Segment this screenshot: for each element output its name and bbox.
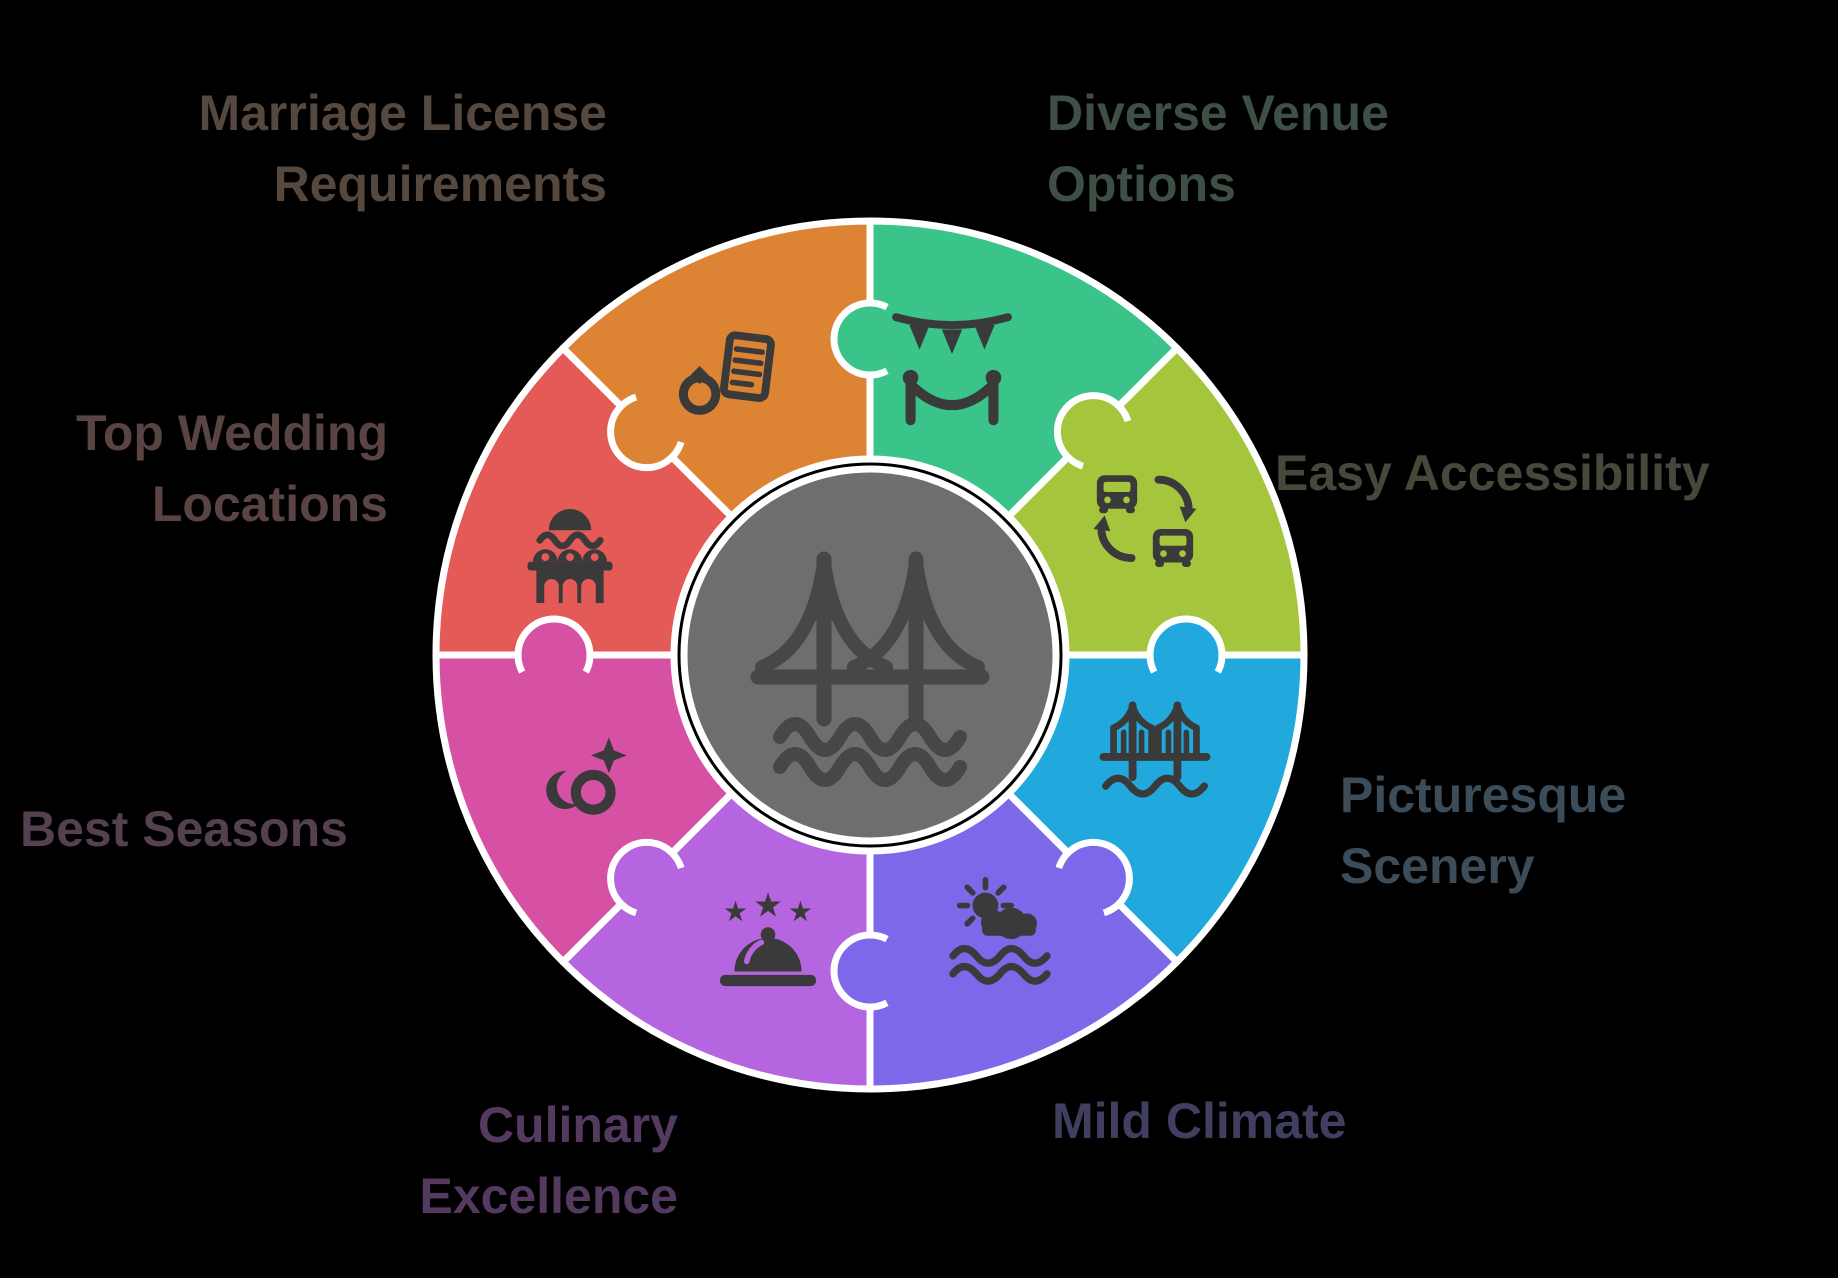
sun-over-sea-icon xyxy=(949,876,1051,985)
puzzle-tab-neck xyxy=(883,932,914,1010)
label-line: Picturesque xyxy=(1340,767,1627,823)
label-line: Excellence xyxy=(419,1168,678,1224)
transit-transfer-icon xyxy=(1093,475,1197,568)
puzzle-tab-neck xyxy=(1049,865,1107,922)
label-line: Locations xyxy=(151,476,388,532)
label-line: Options xyxy=(1047,156,1236,212)
palace-dome-icon xyxy=(527,508,613,604)
svg-text:★: ★ xyxy=(723,895,748,928)
puzzle-tab-neck xyxy=(883,300,914,378)
ring-sparkle-icon xyxy=(546,737,627,815)
label-line: Requirements xyxy=(273,156,607,212)
puzzle-tab-neck xyxy=(633,865,691,922)
label-line: Best Seasons xyxy=(20,801,348,857)
puzzle-tab-neck xyxy=(1080,418,1137,476)
label-line: Top Wedding xyxy=(76,405,388,461)
label-best-seasons: Best Seasons xyxy=(20,794,348,865)
segment-marriage-license-requirements xyxy=(559,217,874,520)
label-easy-accessibility: Easy Accessibility xyxy=(1275,438,1710,509)
puzzle-tab-neck xyxy=(1147,668,1225,699)
label-line: Marriage License xyxy=(198,85,607,141)
segment-diverse-venue-options xyxy=(866,217,1181,520)
label-line: Culinary xyxy=(477,1097,678,1153)
segment-easy-accessibility xyxy=(1005,344,1308,659)
segment-culinary-excellence xyxy=(559,790,874,1093)
label-line: Scenery xyxy=(1340,838,1535,894)
bridge-icon xyxy=(1099,701,1211,798)
svg-text:★: ★ xyxy=(788,895,813,928)
cloche-stars-icon: ★ ★ ★ xyxy=(719,886,817,987)
label-line: Easy Accessibility xyxy=(1275,445,1710,501)
label-line: Diverse Venue xyxy=(1047,85,1389,141)
svg-text:★: ★ xyxy=(753,886,783,925)
suspension-bridge-icon xyxy=(750,551,990,787)
ring-document-icon xyxy=(678,331,775,415)
party-banner-icon xyxy=(892,313,1012,426)
puzzle-tab-neck xyxy=(633,388,691,445)
segment-picturesque-scenery xyxy=(1005,651,1308,966)
segment-top-wedding-locations xyxy=(432,344,735,659)
label-mild-climate: Mild Climate xyxy=(1052,1086,1346,1157)
segment-mild-climate xyxy=(866,790,1181,1093)
label-line: Mild Climate xyxy=(1052,1093,1347,1149)
puzzle-tab-neck xyxy=(515,668,593,699)
